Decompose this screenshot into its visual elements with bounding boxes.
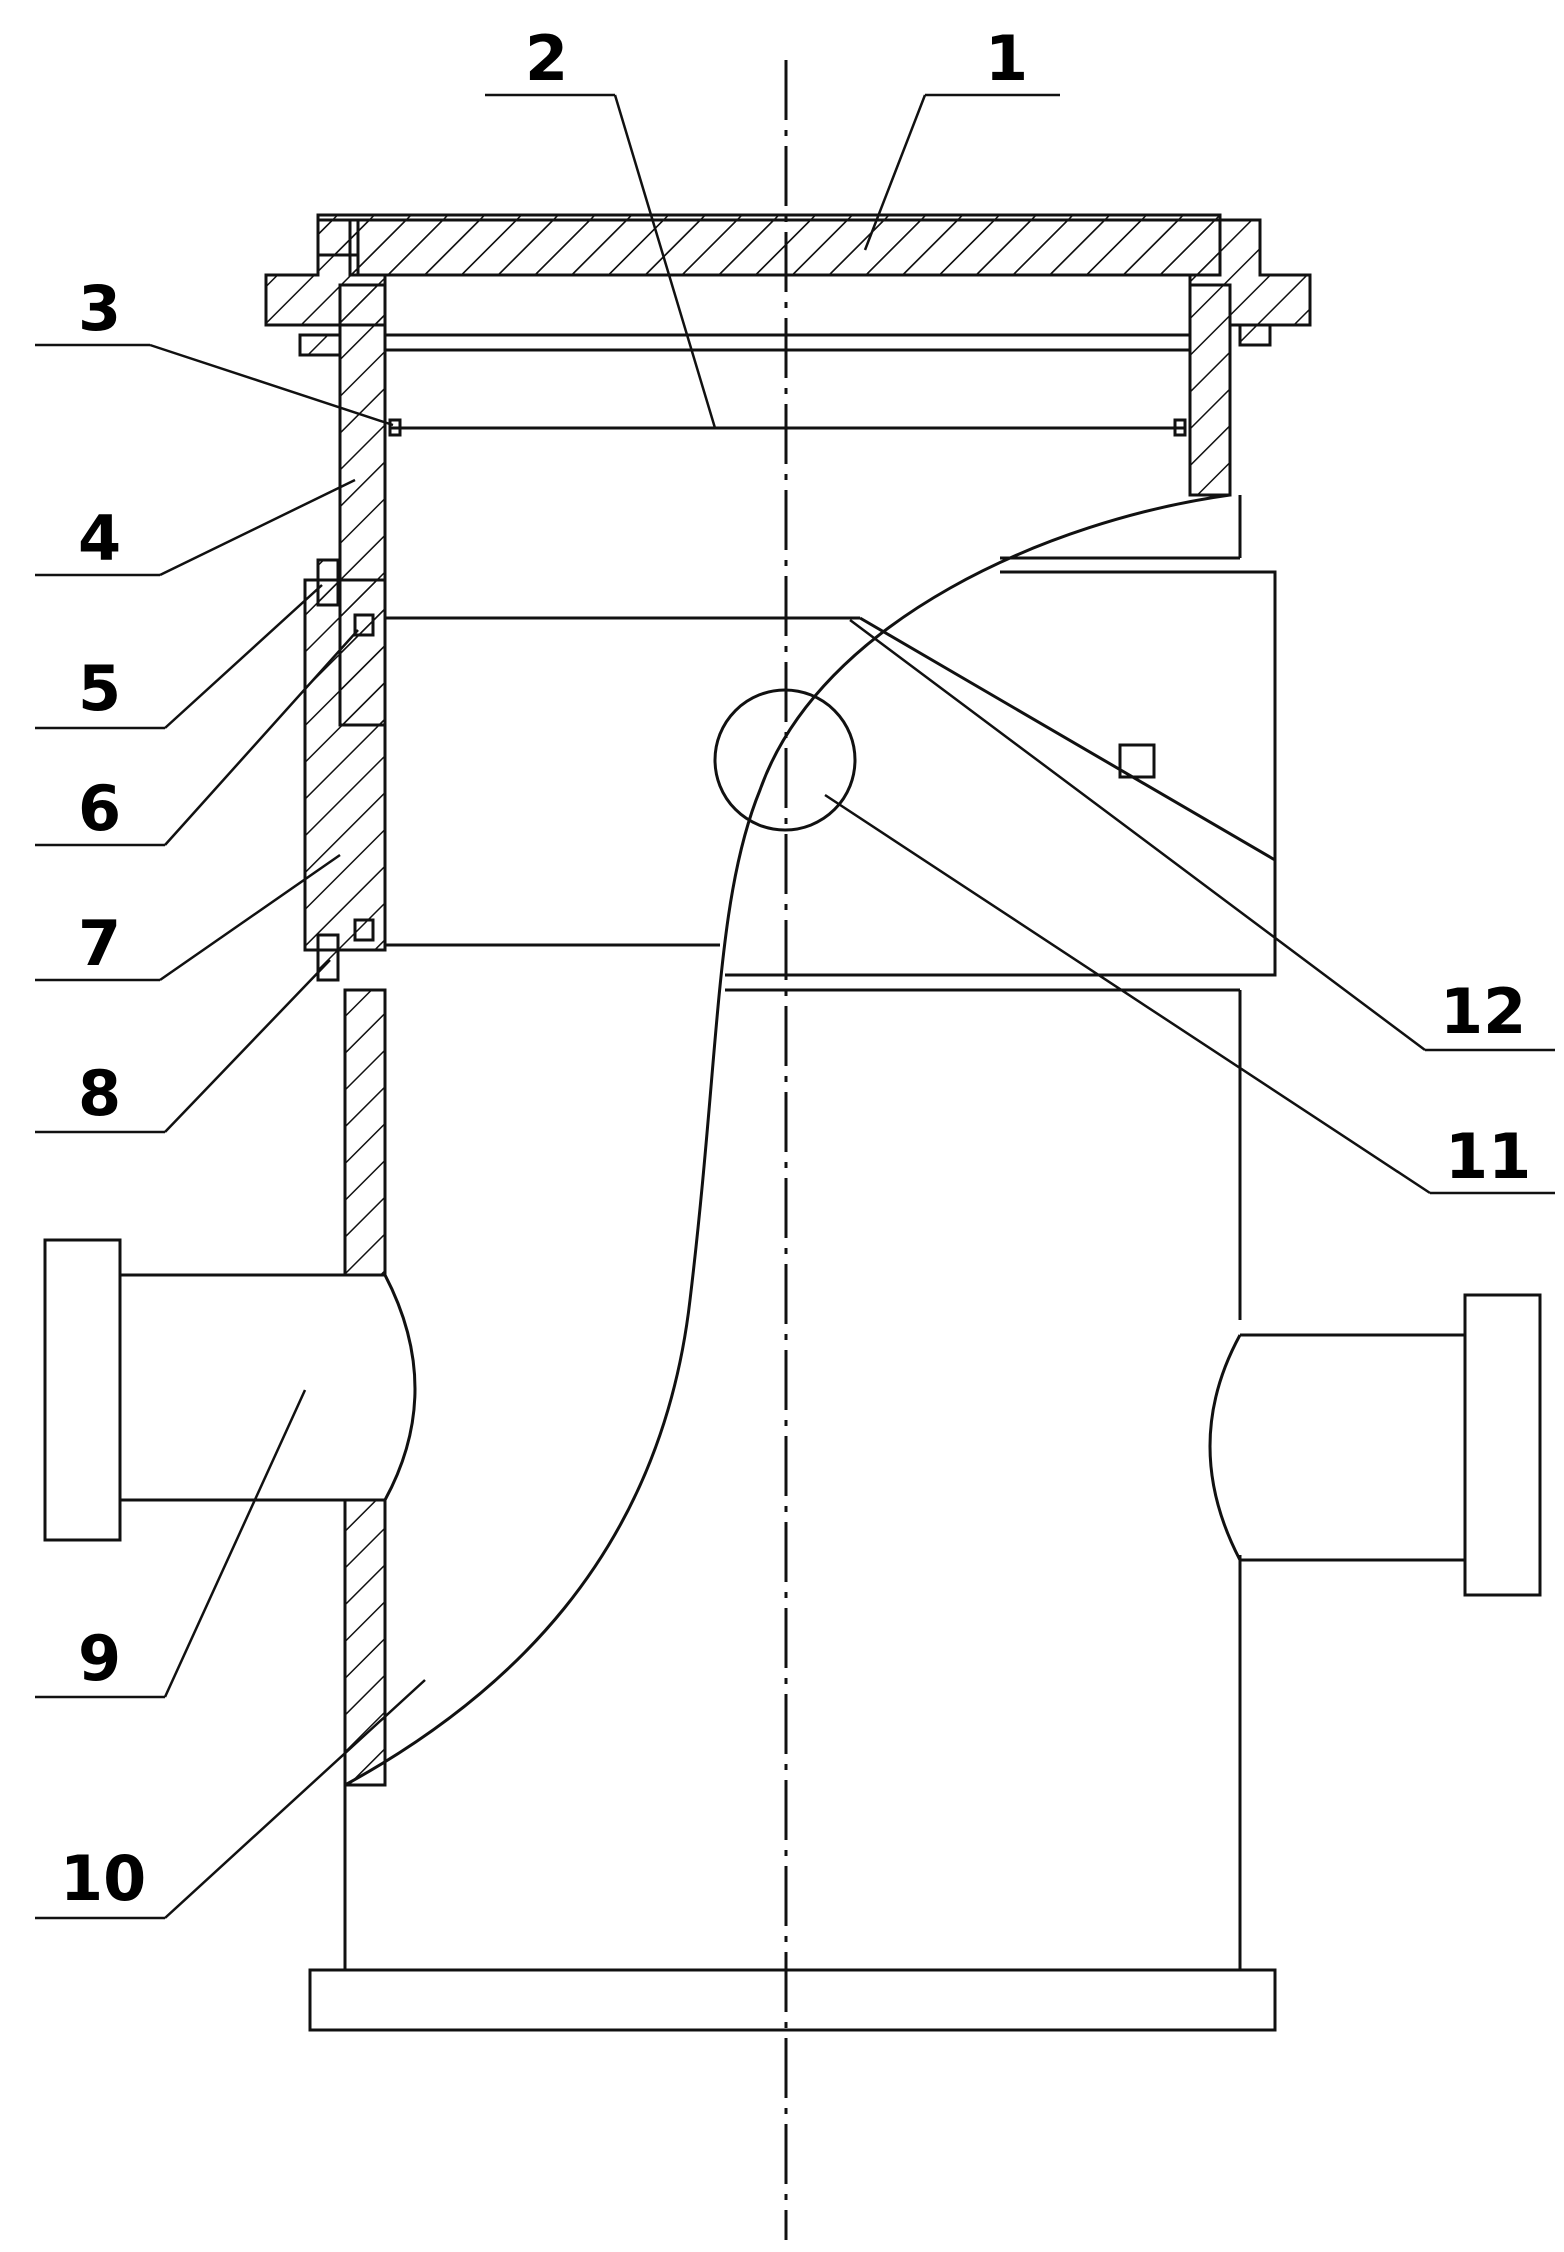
label-6: 6 xyxy=(78,772,121,845)
top-cover xyxy=(264,213,1312,327)
label-5: 5 xyxy=(78,652,121,725)
label-11: 11 xyxy=(1445,1120,1531,1193)
label-2: 2 xyxy=(525,22,568,95)
lower-shell xyxy=(308,495,1277,2032)
label-4: 4 xyxy=(78,502,121,575)
label-9: 9 xyxy=(78,1622,121,1695)
label-7: 7 xyxy=(78,907,121,980)
label-1: 1 xyxy=(985,22,1028,95)
label-12: 12 xyxy=(1440,975,1526,1048)
cutaway-break-curve xyxy=(344,493,1231,1787)
label-10: 10 xyxy=(60,1842,146,1915)
right-nozzle xyxy=(1208,1293,1542,1597)
label-8: 8 xyxy=(78,1057,121,1130)
callout-labels: 1 2 3 4 5 6 7 8 9 10 11 12 xyxy=(60,22,1531,1915)
left-nozzle xyxy=(43,1238,417,1542)
membrane xyxy=(388,418,1187,437)
leader-lines xyxy=(35,93,1555,1920)
middle-band xyxy=(303,556,1277,992)
label-3: 3 xyxy=(78,272,121,345)
